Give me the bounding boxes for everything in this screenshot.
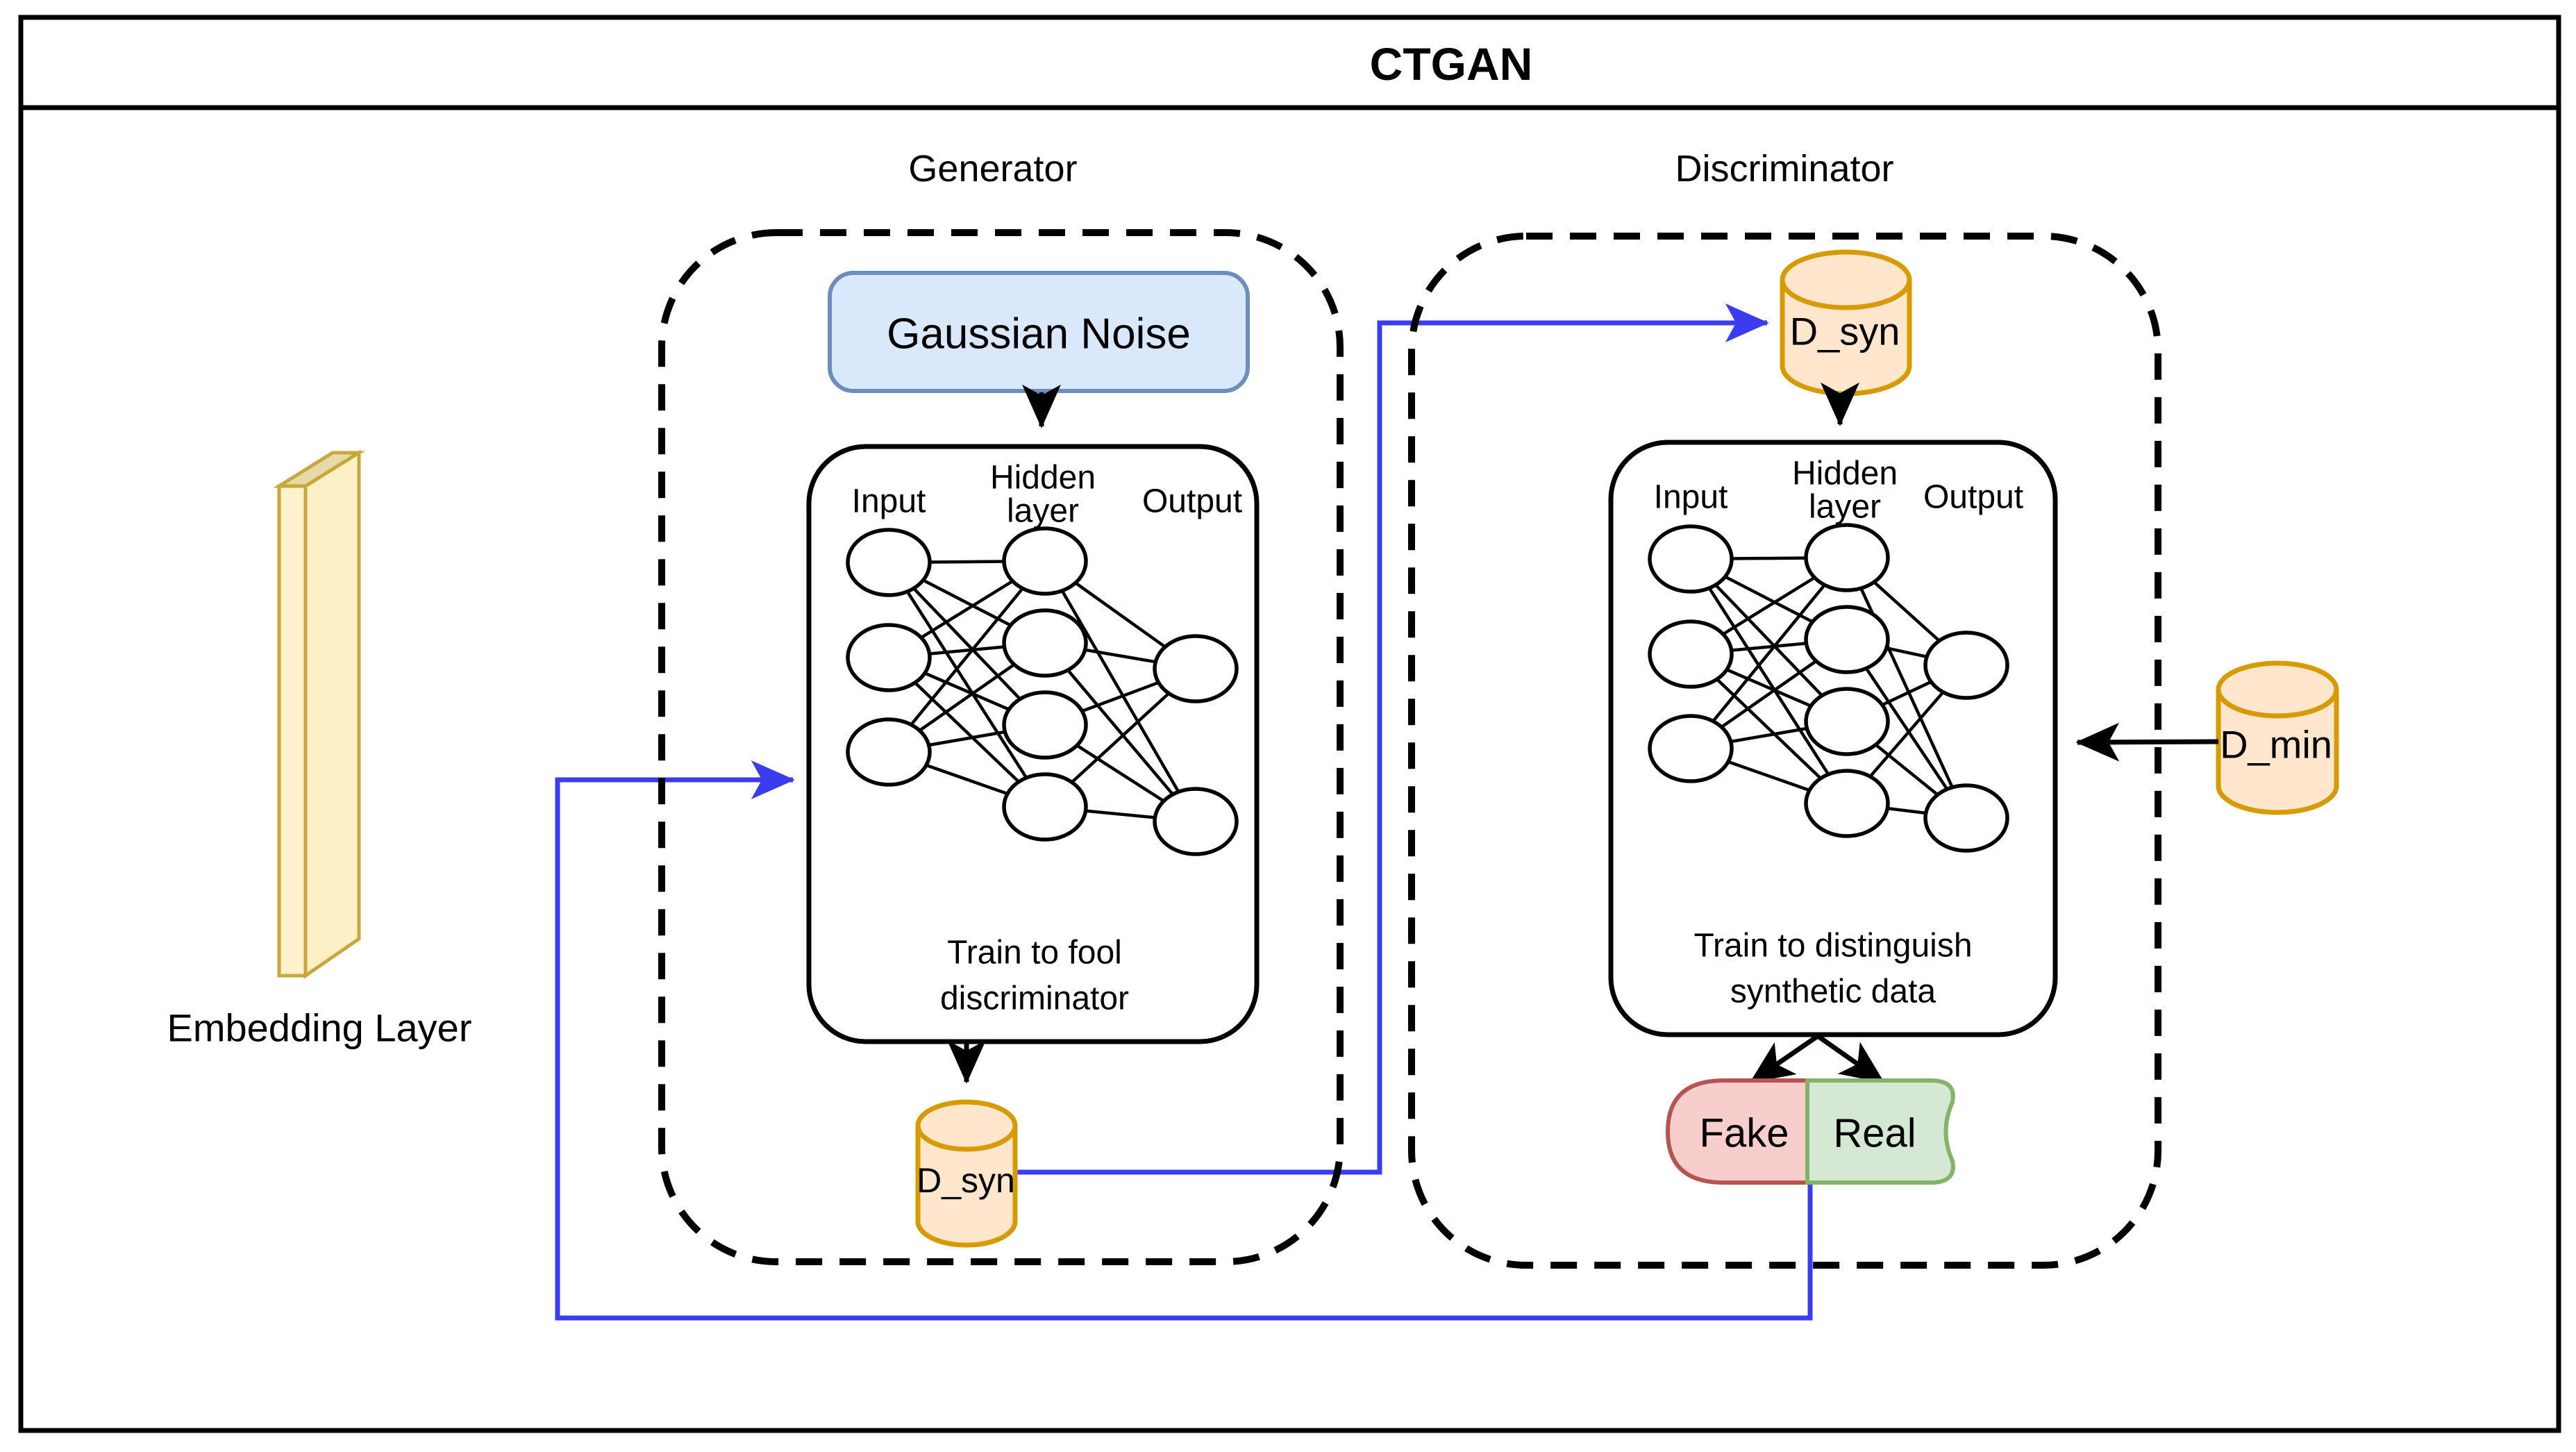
generator-container <box>658 229 1344 1265</box>
nn-node <box>1648 524 1734 594</box>
embedding-layer-slab: Embedding Layer <box>167 449 472 1050</box>
nn-edge <box>1689 558 1848 805</box>
nn-node <box>1923 783 2009 853</box>
nn-edge <box>1044 560 1197 823</box>
outer-frame: CTGAN <box>18 15 2561 1433</box>
gen-caption-line2: discriminator <box>940 980 1129 1017</box>
nn-node <box>1002 690 1088 760</box>
generator-dsyn-database-icon: D_syn <box>915 1099 1018 1248</box>
disc-caption-line1: Train to distinguish <box>1693 928 1972 965</box>
blue-arrow-feedback-to-generator <box>555 760 1813 1321</box>
nn-node <box>1923 631 2009 700</box>
dmin-label: D_min <box>2220 723 2332 767</box>
blue-arrow-gen-dsyn-to-disc-dsyn <box>1015 303 1769 1175</box>
nn-node <box>1804 687 1890 756</box>
discriminator-container <box>1408 233 2161 1269</box>
disc-input-label: Input <box>1654 479 1728 516</box>
gaussian-noise-box: Gaussian Noise <box>828 271 1250 393</box>
embedding-slab-front-face <box>277 484 308 978</box>
generator-network-graph <box>846 526 1239 856</box>
generator-network-box: Input Hidden layer Output Train to fool … <box>806 444 1260 1044</box>
embedding-layer-label: Embedding Layer <box>167 1006 472 1050</box>
disc-caption-line2: synthetic data <box>1730 974 1936 1010</box>
gen-hidden-label-line2: layer <box>1007 493 1079 530</box>
disc-output-label: Output <box>1923 479 2023 516</box>
nn-node <box>1804 769 1890 838</box>
discriminator-network-graph <box>1648 523 2009 853</box>
disc-hidden-label-line1: Hidden <box>1792 456 1898 492</box>
nn-edge <box>1044 642 1197 823</box>
nn-edge <box>887 560 1046 753</box>
dmin-database-icon: D_min <box>2216 660 2339 815</box>
gen-caption-line1: Train to fool <box>947 935 1122 971</box>
discriminator-section-label: Discriminator <box>1675 148 1893 190</box>
real-ribbon <box>1805 1078 1955 1185</box>
nn-node <box>1648 619 1734 689</box>
fake-ribbon <box>1665 1078 1809 1185</box>
real-label: Real <box>1833 1111 1916 1156</box>
nn-edge <box>887 561 1046 808</box>
generator-section-label: Generator <box>908 148 1077 190</box>
nn-node <box>1002 526 1088 596</box>
nn-edge <box>1689 556 1848 750</box>
nn-node <box>1648 714 1734 783</box>
nn-edge <box>1845 557 1968 819</box>
nn-node <box>846 528 932 597</box>
frame-border <box>18 15 2561 1433</box>
gen-hidden-label-line1: Hidden <box>990 460 1096 496</box>
nn-node <box>846 623 932 692</box>
nn-node <box>846 717 932 787</box>
classification-outputs: Fake Real <box>1665 1078 1955 1185</box>
embedding-slab-side-face <box>303 449 361 979</box>
page-title: CTGAN <box>1370 38 1533 90</box>
nn-node <box>1153 787 1239 856</box>
gen-output-label: Output <box>1142 483 1242 520</box>
nn-node <box>1804 605 1890 674</box>
discriminator-network-box: Input Hidden layer Output Train to disti… <box>1608 440 2058 1037</box>
nn-node <box>1002 772 1088 842</box>
discriminator-dsyn-database-icon: D_syn <box>1780 249 1912 397</box>
arrow-discriminator-to-fake <box>1749 1034 1819 1084</box>
fake-label: Fake <box>1700 1111 1789 1156</box>
feedback-connectors <box>555 303 1813 1321</box>
nn-node <box>1804 523 1890 592</box>
disc-hidden-label-line2: layer <box>1809 489 1881 526</box>
discriminator-dsyn-label: D_syn <box>1790 310 1900 353</box>
nn-node <box>1002 608 1088 678</box>
nn-node <box>1153 634 1239 703</box>
generator-dsyn-label: D_syn <box>917 1161 1015 1200</box>
gen-input-label: Input <box>852 483 926 520</box>
gaussian-noise-label: Gaussian Noise <box>887 310 1191 358</box>
arrow-discriminator-to-real <box>1816 1034 1885 1084</box>
